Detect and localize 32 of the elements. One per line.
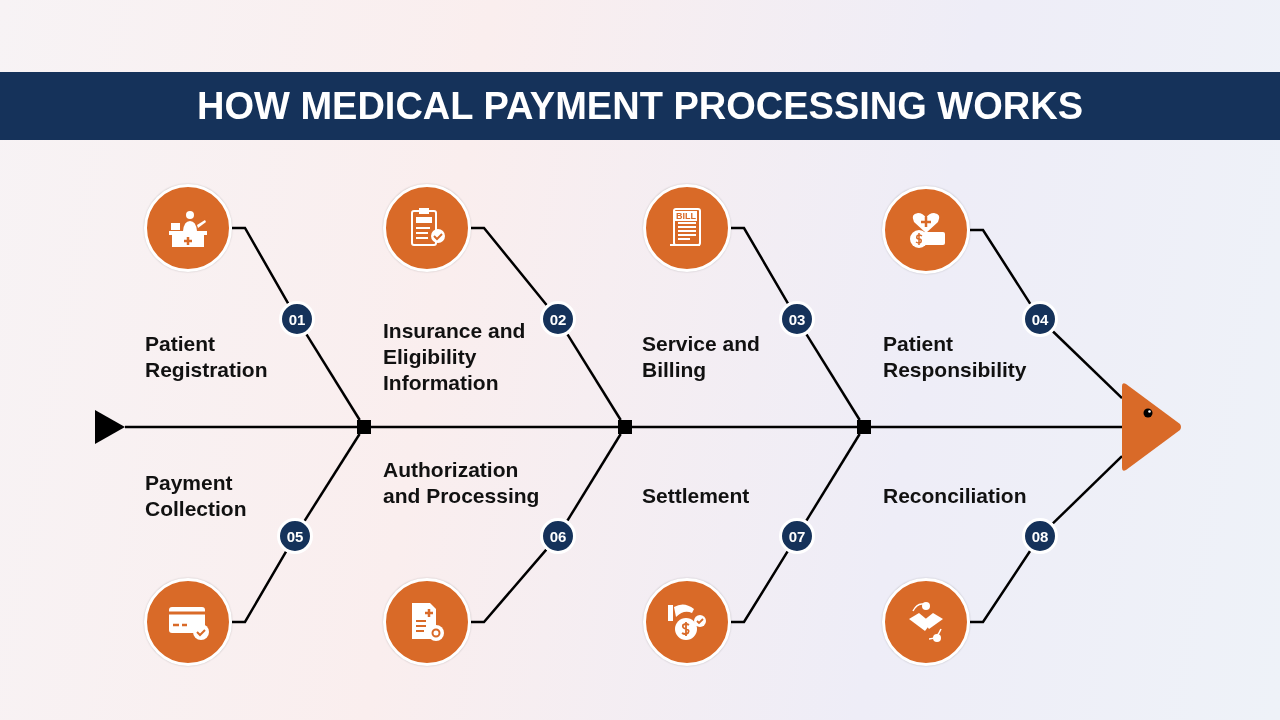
connector-line <box>970 228 1032 305</box>
connector-line <box>970 550 1032 624</box>
step-label: Payment Collection <box>145 470 248 522</box>
step-label: Authorization and Processing <box>383 457 541 509</box>
junction-square <box>857 420 871 434</box>
connector-line <box>125 425 357 429</box>
title-banner: HOW MEDICAL PAYMENT PROCESSING WORKS <box>0 72 1280 140</box>
step-label: Insurance and Eligibility Information <box>383 318 527 396</box>
icon-text: BILL <box>675 211 697 221</box>
connector-line <box>731 226 789 305</box>
connector-line <box>566 433 622 522</box>
connector-line <box>805 333 861 421</box>
connector-line <box>632 425 857 429</box>
connector-line <box>471 226 548 306</box>
junction-square <box>618 420 632 434</box>
connector-line <box>305 333 361 421</box>
step-label: Service and Billing <box>642 331 760 383</box>
step-label: Settlement <box>642 483 751 509</box>
step-label: Patient Registration <box>145 331 269 383</box>
connector-line <box>871 425 1122 429</box>
connector-line <box>1052 455 1123 525</box>
connector-line <box>731 550 789 624</box>
connector-line <box>232 226 290 305</box>
connector-line <box>371 425 618 429</box>
junction-square <box>357 420 371 434</box>
connector-line <box>805 433 861 522</box>
connector-line <box>1052 330 1123 399</box>
step-label: Reconciliation <box>883 483 1028 509</box>
connector-line <box>303 433 361 522</box>
connector-line <box>232 550 288 624</box>
connector-line <box>566 333 622 421</box>
connector-line <box>471 548 548 624</box>
